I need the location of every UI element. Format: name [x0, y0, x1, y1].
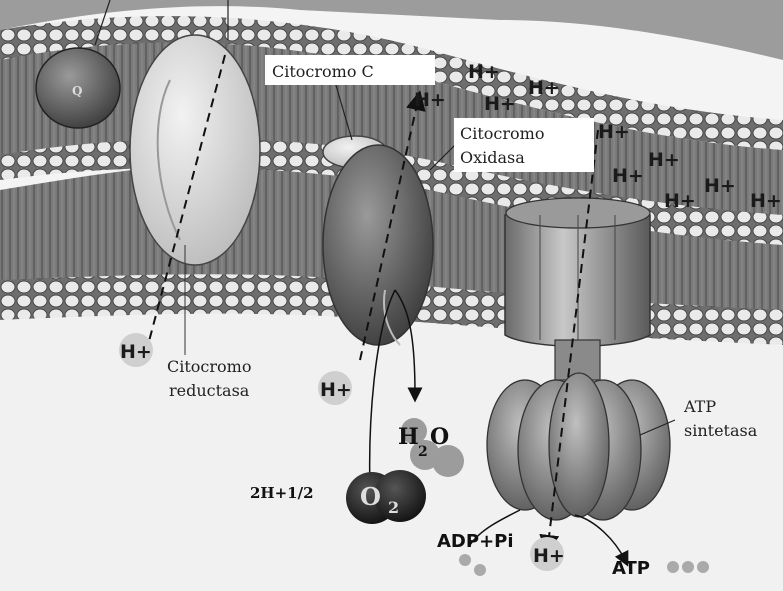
citocromo-reductasa-label-line1: Citocromo [167, 357, 251, 376]
o2-o-text: O [360, 482, 381, 511]
q-label: Q [72, 84, 82, 98]
h-plus-label: H+ [414, 89, 446, 111]
citocromo-oxidasa-label-line1: Citocromo [460, 124, 544, 143]
h-plus-label: H+ [528, 77, 560, 99]
h2o-o-text: O [430, 424, 449, 450]
h-plus-label: H+ [468, 61, 500, 83]
pi-dot-2 [474, 564, 486, 576]
pi-dot-1 [459, 554, 471, 566]
h2o-h-text: H [398, 424, 419, 450]
citocromo-reductasa-label-line2: reductasa [169, 381, 250, 400]
h-plus-label: H+ [533, 545, 565, 567]
h-plus-label: H+ [750, 190, 782, 212]
h-plus-label: H+ [612, 165, 644, 187]
citocromo-reductasa-complex [130, 35, 260, 265]
h-plus-label: H+ [320, 379, 352, 401]
atp-sintetasa-label-line1: ATP [683, 397, 716, 416]
citocromo-oxidasa-label-line2: Oxidasa [460, 148, 525, 167]
h-plus-label: H+ [664, 190, 696, 212]
atp-phosphate-3 [697, 561, 709, 573]
atp-sintetasa-lobe-5 [549, 373, 609, 517]
h-plus-label: H+ [704, 175, 736, 197]
o2-atom-2 [374, 470, 426, 522]
atp-label: ATP [612, 558, 650, 579]
o2-subscript: 2 [388, 498, 399, 517]
atp-phosphate-2 [682, 561, 694, 573]
h-plus-label: H+ [484, 93, 516, 115]
h-plus-label: H+ [120, 341, 152, 363]
h-plus-label: H+ [598, 121, 630, 143]
h-plus-label: H+ [648, 149, 680, 171]
atp-sintetasa-label-line2: sintetasa [684, 421, 758, 440]
two-h-half-label: 2H+1/2 [250, 484, 314, 502]
citocromo-c-label: Citocromo C [272, 62, 374, 81]
atp-phosphate-1 [667, 561, 679, 573]
adp-pi-label: ADP+Pi [437, 531, 514, 552]
citocromo-oxidasa-complex [323, 145, 433, 345]
h2o-subscript: 2 [418, 444, 428, 460]
